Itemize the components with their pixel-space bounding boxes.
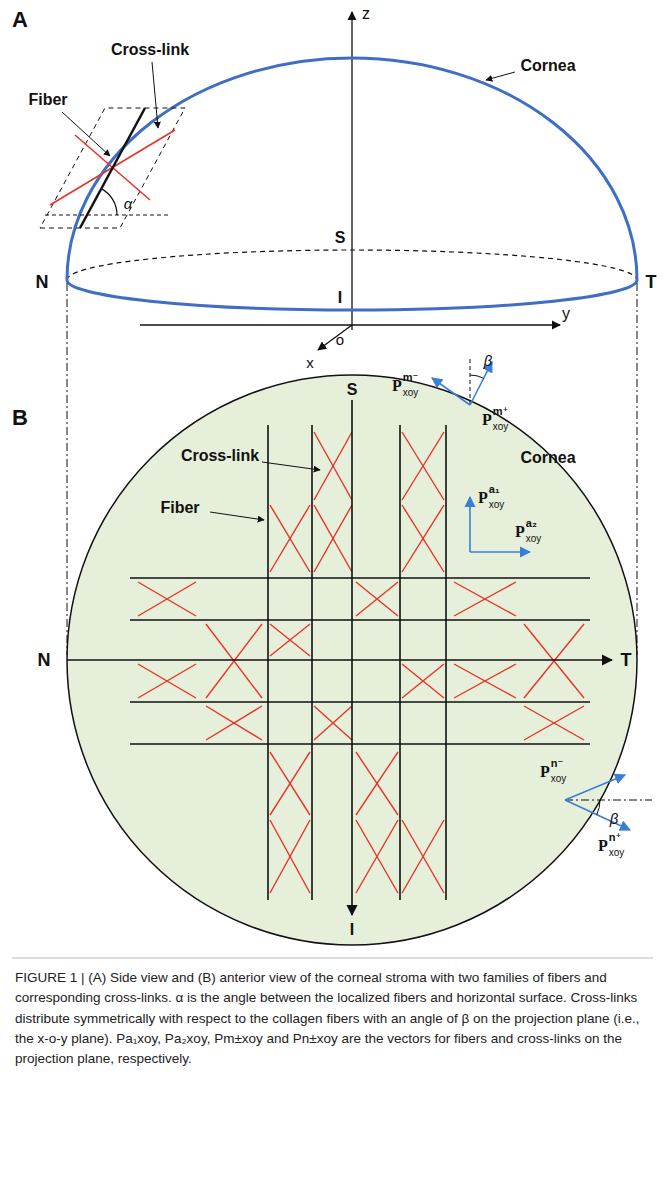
part-label: Cross-link	[111, 42, 189, 58]
cross-link-line	[270, 820, 310, 893]
vector-subscript: xoy	[403, 388, 419, 398]
cross-link-line	[356, 752, 398, 815]
vector-subscript: xoy	[526, 534, 542, 544]
vector-subscript: xoy	[493, 422, 509, 432]
cross-link-line	[402, 505, 444, 572]
cross-link-line	[270, 752, 310, 815]
cross-link-line	[524, 624, 584, 698]
axis-label: z	[362, 6, 370, 22]
vector-superscript: m⁻	[403, 372, 419, 383]
vector-subscript: xoy	[609, 848, 625, 858]
point-label: T	[646, 273, 657, 291]
cross-link-line	[138, 664, 196, 698]
cross-link-line	[356, 820, 398, 893]
cross-link-line	[314, 432, 352, 500]
panel-letter: A	[12, 9, 28, 31]
vector-superscript: m⁺	[493, 406, 509, 417]
cross-link-line	[270, 505, 310, 572]
vector-superscript: a₂	[526, 518, 537, 529]
cross-link-line	[524, 706, 584, 740]
cross-link-line	[138, 664, 196, 698]
cross-link-line	[270, 752, 310, 815]
cross-link-line	[454, 582, 516, 616]
cross-link-line	[402, 505, 444, 572]
cross-link-line	[356, 582, 398, 616]
vector-subscript: xoy	[551, 774, 567, 784]
vector-label: P	[540, 764, 550, 780]
point-label: I	[350, 922, 354, 938]
point-label: N	[38, 651, 51, 669]
part-label: Cornea	[520, 450, 575, 466]
vector-superscript: a₁	[489, 484, 500, 495]
cross-link-line	[138, 582, 196, 616]
cross-link-line	[402, 664, 444, 698]
cross-link-line	[356, 820, 398, 893]
point-label: S	[347, 382, 358, 398]
cross-link-line	[524, 706, 584, 740]
cross-link-line	[314, 432, 352, 500]
cross-link-line	[138, 582, 196, 616]
cross-link-line	[454, 664, 516, 698]
cross-link-line	[270, 820, 310, 893]
angle-symbol: β	[484, 353, 493, 368]
panel-letter: B	[12, 407, 28, 429]
cross-link-line	[314, 505, 352, 572]
cross-link-line	[402, 432, 444, 500]
cross-link-line	[402, 820, 444, 893]
cross-link-line	[270, 624, 310, 656]
cross-link-line	[314, 706, 352, 740]
cross-link-line	[402, 432, 444, 500]
angle-symbol: β	[610, 811, 619, 826]
vector-label: P	[598, 838, 608, 854]
part-label: Fiber	[160, 500, 199, 516]
point-label: I	[338, 290, 342, 306]
vector-superscript: n⁻	[551, 758, 564, 769]
origin-label: o	[336, 332, 344, 347]
axis-label: y	[562, 306, 570, 322]
point-label: T	[621, 651, 632, 669]
cross-link-line	[356, 752, 398, 815]
part-label: Cross-link	[181, 448, 259, 464]
point-label: S	[335, 230, 346, 246]
cross-link-line	[270, 624, 310, 656]
angle-symbol: α	[124, 196, 133, 211]
cross-link-line	[402, 820, 444, 893]
cross-link-line	[206, 706, 262, 740]
axis-label: x	[306, 355, 314, 370]
part-label: Cornea	[520, 58, 575, 74]
vector-superscript: n⁺	[609, 832, 622, 843]
vector-label: P	[515, 524, 525, 540]
cross-link-line	[314, 706, 352, 740]
cross-link-line	[356, 582, 398, 616]
vector-label: P	[478, 490, 488, 506]
cross-link-line	[206, 624, 262, 698]
vector-subscript: xoy	[489, 500, 505, 510]
part-label: Fiber	[28, 92, 67, 108]
figure-caption: FIGURE 1 | (A) Side view and (B) anterio…	[15, 968, 647, 1069]
cross-link-line	[524, 624, 584, 698]
vector-label: P	[392, 378, 402, 394]
cross-link-line	[206, 706, 262, 740]
cross-link-line	[454, 664, 516, 698]
cross-link-line	[402, 664, 444, 698]
cross-link-line	[314, 505, 352, 572]
vector-label: P	[482, 412, 492, 428]
cross-link-line	[270, 505, 310, 572]
cross-link-line	[454, 582, 516, 616]
cross-link-line	[206, 624, 262, 698]
point-label: N	[36, 273, 49, 291]
